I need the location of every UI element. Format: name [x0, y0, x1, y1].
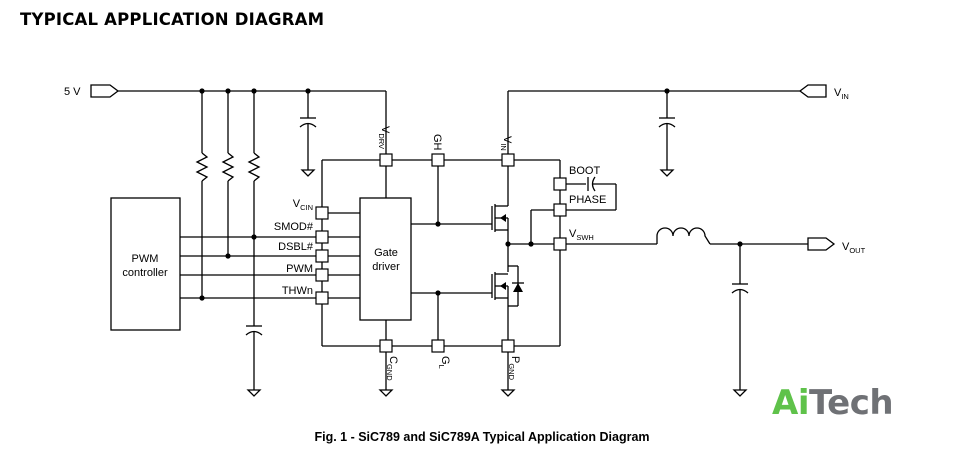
pwm-controller-label-1: PWM: [132, 253, 159, 265]
pin-label-vswh: VSWH: [569, 228, 594, 242]
pin-dsbl: [315, 249, 329, 263]
aitech-logo: AiTech: [772, 383, 894, 423]
vin-capacitor: [658, 91, 676, 177]
input-5v-label: 5 V: [64, 86, 81, 98]
pin-label-pgnd: PGND: [507, 356, 521, 381]
pin-label-smod: SMOD#: [274, 221, 314, 233]
pwm-controller-label-2: controller: [122, 267, 168, 279]
pin-label-vdrv: VDRV: [377, 126, 391, 149]
pgnd-ground: [500, 389, 516, 397]
gate-driver-label-2: driver: [372, 261, 400, 273]
pin-label-gh: GH: [431, 134, 443, 151]
pin-pgnd: [501, 339, 515, 353]
vdrv-capacitor: [299, 91, 317, 177]
output-inductor: [656, 227, 711, 245]
vin-label: VIN: [834, 87, 849, 101]
pin-vcin: [315, 206, 329, 220]
pull-up-resistor-1: [195, 91, 209, 301]
bootstrap-capacitor: [566, 176, 617, 211]
page-title: TYPICAL APPLICATION DIAGRAM: [20, 10, 325, 29]
logo-ai: Ai: [772, 383, 809, 423]
pull-up-resistor-2: [221, 91, 235, 259]
pin-cgnd: [379, 339, 393, 353]
pin-gl: [431, 339, 445, 353]
output-capacitor: [731, 244, 749, 397]
figure-caption: Fig. 1 - SiC789 and SiC789A Typical Appl…: [314, 430, 650, 444]
pin-vin: [501, 153, 515, 167]
pin-label-pwm: PWM: [286, 263, 313, 275]
pin-boot: [553, 177, 567, 191]
pin-pwm: [315, 268, 329, 282]
gate-driver: [359, 197, 412, 321]
input-5v-port: [90, 84, 120, 98]
vin-port: [798, 84, 827, 98]
pin-vdrv: [379, 153, 393, 167]
pin-label-vcin: VCIN: [293, 198, 313, 212]
pin-label-gl: GL: [437, 356, 451, 369]
pin-label-dsbl: DSBL#: [278, 241, 314, 253]
pin-label-thwn: THWn: [282, 285, 313, 297]
pin-vswh: [553, 237, 567, 251]
gate-driver-label-1: Gate: [374, 247, 398, 259]
pin-label-vin-top: VIN: [499, 136, 513, 151]
high-side-mosfet: [491, 166, 509, 244]
low-side-mosfet: [491, 244, 524, 340]
pin-label-phase: PHASE: [569, 194, 606, 206]
vout-port: [807, 237, 836, 251]
pwm-controller: [110, 197, 181, 331]
logo-tech: Tech: [808, 383, 894, 423]
cgnd-ground: [378, 389, 394, 397]
pin-label-boot: BOOT: [569, 165, 600, 177]
pin-phase: [553, 203, 567, 217]
pin-smod: [315, 230, 329, 244]
pull-up-resistor-3: [245, 91, 263, 397]
vout-label: VOUT: [842, 241, 866, 255]
pin-thwn: [315, 291, 329, 305]
pin-label-cgnd: CGND: [385, 356, 399, 381]
pin-gh: [431, 153, 445, 167]
